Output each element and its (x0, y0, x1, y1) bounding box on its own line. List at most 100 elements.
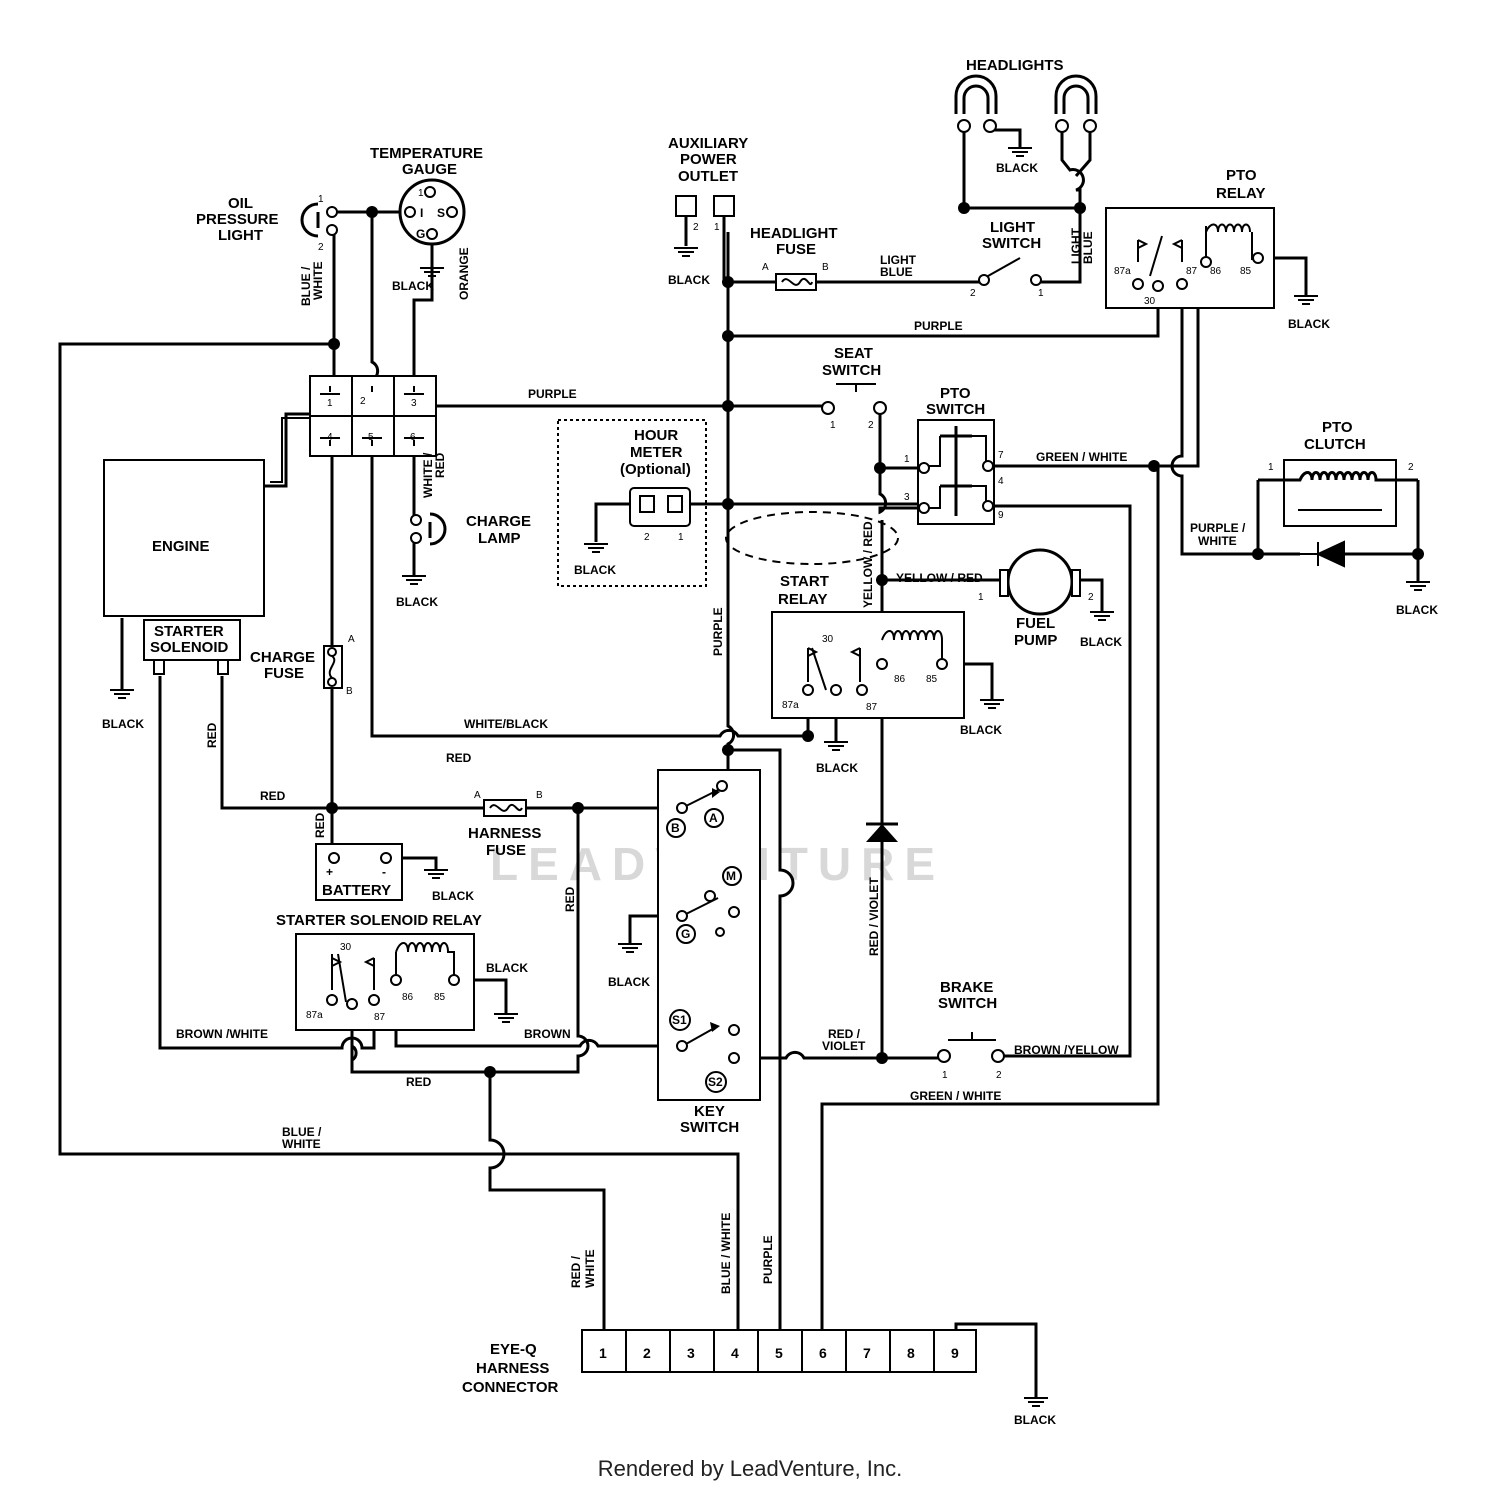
svg-text:1: 1 (318, 194, 324, 205)
starter-solenoid-relay: 30 87a 87 86 85 STARTER SOLENOID RELAY (276, 912, 482, 1031)
svg-text:B: B (346, 686, 353, 697)
svg-text:30: 30 (822, 634, 834, 645)
svg-text:1: 1 (599, 1345, 607, 1361)
oil-pressure-light-label: OIL (228, 195, 253, 212)
svg-text:B: B (536, 790, 543, 801)
svg-text:FUSE: FUSE (776, 241, 816, 258)
headlight-fuse-label: HEADLIGHT (750, 225, 838, 242)
svg-text:ORANGE: ORANGE (457, 247, 471, 300)
svg-text:4: 4 (998, 476, 1004, 487)
svg-text:PRESSURE: PRESSURE (196, 211, 279, 228)
svg-text:LAMP: LAMP (478, 530, 521, 547)
headlights: HEADLIGHTS (954, 57, 1098, 133)
svg-text:RELAY: RELAY (1216, 185, 1265, 202)
svg-text:87a: 87a (306, 1010, 323, 1021)
svg-text:87a: 87a (1114, 266, 1131, 277)
svg-text:GREEN / WHITE: GREEN / WHITE (1036, 450, 1127, 464)
svg-text:RED /: RED / (828, 1027, 861, 1041)
svg-text:RED: RED (563, 886, 577, 912)
svg-text:RELAY: RELAY (778, 591, 827, 608)
svg-text:A: A (348, 634, 355, 645)
eye-q-label: EYE-Q (490, 1341, 537, 1358)
svg-text:BROWN /YELLOW: BROWN /YELLOW (1014, 1043, 1119, 1057)
svg-text:B: B (671, 821, 680, 835)
svg-text:BLACK: BLACK (668, 273, 710, 287)
svg-text:87: 87 (374, 1012, 386, 1023)
svg-text:WHITE: WHITE (282, 1137, 321, 1151)
light-switch: 2 1 LIGHT SWITCH (970, 219, 1044, 299)
pto-clutch-label: PTO (1322, 419, 1353, 436)
svg-text:SOLENOID: SOLENOID (150, 639, 229, 656)
temperature-gauge: 1 I S G TEMPERATURE GAUGE (370, 145, 483, 246)
svg-text:RED / VIOLET: RED / VIOLET (867, 877, 881, 956)
charge-fuse-label: CHARGE (250, 649, 315, 666)
svg-text:PURPLE: PURPLE (711, 607, 725, 656)
temperature-gauge-label: TEMPERATURE (370, 145, 483, 162)
svg-text:GAUGE: GAUGE (402, 161, 457, 178)
auxiliary-power-outlet-label: AUXILIARY (668, 135, 748, 152)
svg-text:PUMP: PUMP (1014, 632, 1057, 649)
svg-text:G: G (416, 227, 425, 241)
svg-text:RED: RED (205, 722, 219, 748)
svg-text:OUTLET: OUTLET (678, 168, 738, 185)
svg-text:-: - (382, 865, 386, 879)
charge-lamp: CHARGE LAMP (410, 512, 531, 547)
brake-switch: 1 2 BRAKE SWITCH (937, 979, 1005, 1081)
svg-text:86: 86 (402, 992, 414, 1003)
svg-text:BROWN /WHITE: BROWN /WHITE (176, 1027, 268, 1041)
starter-solenoid-label: STARTER (154, 623, 224, 640)
engine-connector: 1 2 3 4 5 6 (309, 375, 437, 457)
svg-text:BLACK: BLACK (960, 723, 1002, 737)
svg-text:PURPLE: PURPLE (914, 319, 963, 333)
svg-text:87: 87 (1186, 266, 1198, 277)
svg-text:1: 1 (678, 532, 684, 543)
svg-text:BLACK: BLACK (1080, 635, 1122, 649)
svg-text:5: 5 (775, 1345, 783, 1361)
svg-text:BLUE /: BLUE / (282, 1125, 322, 1139)
svg-text:1: 1 (942, 1070, 948, 1081)
svg-text:G: G (681, 927, 690, 941)
key-switch-label: KEY (694, 1103, 725, 1120)
svg-text:87a: 87a (782, 700, 799, 711)
svg-text:RED: RED (446, 751, 472, 765)
pto-switch-label: PTO (940, 385, 971, 402)
svg-text:3: 3 (411, 398, 417, 409)
svg-text:PURPLE: PURPLE (761, 1235, 775, 1284)
svg-text:METER: METER (630, 444, 683, 461)
svg-text:BLACK: BLACK (392, 279, 434, 293)
svg-text:9: 9 (998, 510, 1004, 521)
seat-switch-label: SEAT (834, 345, 873, 362)
fuel-pump: 1 2 FUEL PUMP (978, 548, 1094, 649)
diode (866, 822, 898, 842)
svg-text:GREEN / WHITE: GREEN / WHITE (910, 1089, 1001, 1103)
harness-fuse-label: HARNESS (468, 825, 541, 842)
svg-text:WHITE: WHITE (583, 1249, 597, 1288)
svg-text:BLACK: BLACK (1014, 1413, 1056, 1427)
charge-fuse: A B CHARGE FUSE (250, 634, 355, 697)
hour-meter-label: HOUR (634, 427, 678, 444)
svg-text:WHITE/BLACK: WHITE/BLACK (464, 717, 548, 731)
svg-text:8: 8 (907, 1345, 915, 1361)
svg-text:PURPLE /: PURPLE / (1190, 521, 1246, 535)
starter-solenoid-relay-label: STARTER SOLENOID RELAY (276, 912, 482, 929)
svg-text:1: 1 (830, 420, 836, 431)
svg-text:+: + (326, 865, 333, 879)
charge-lamp-label: CHARGE (466, 513, 531, 530)
svg-text:YELLOW / RED: YELLOW / RED (861, 521, 875, 608)
svg-text:BLUE /: BLUE / (299, 266, 313, 306)
svg-text:LIGHT: LIGHT (1069, 227, 1083, 264)
svg-text:1: 1 (1038, 288, 1044, 299)
auxiliary-power-outlet: 2 1 AUXILIARY POWER OUTLET (668, 135, 748, 233)
svg-text:A: A (762, 262, 769, 273)
svg-text:87: 87 (866, 702, 878, 713)
svg-text:30: 30 (1144, 296, 1156, 307)
svg-text:PURPLE: PURPLE (528, 387, 577, 401)
svg-text:5: 5 (368, 432, 374, 443)
svg-text:2: 2 (644, 532, 650, 543)
pto-clutch: 1 2 PTO CLUTCH (1258, 419, 1418, 568)
svg-text:1: 1 (714, 222, 720, 233)
svg-text:85: 85 (1240, 266, 1252, 277)
svg-text:2: 2 (643, 1345, 651, 1361)
junction-dots (326, 202, 1424, 1078)
